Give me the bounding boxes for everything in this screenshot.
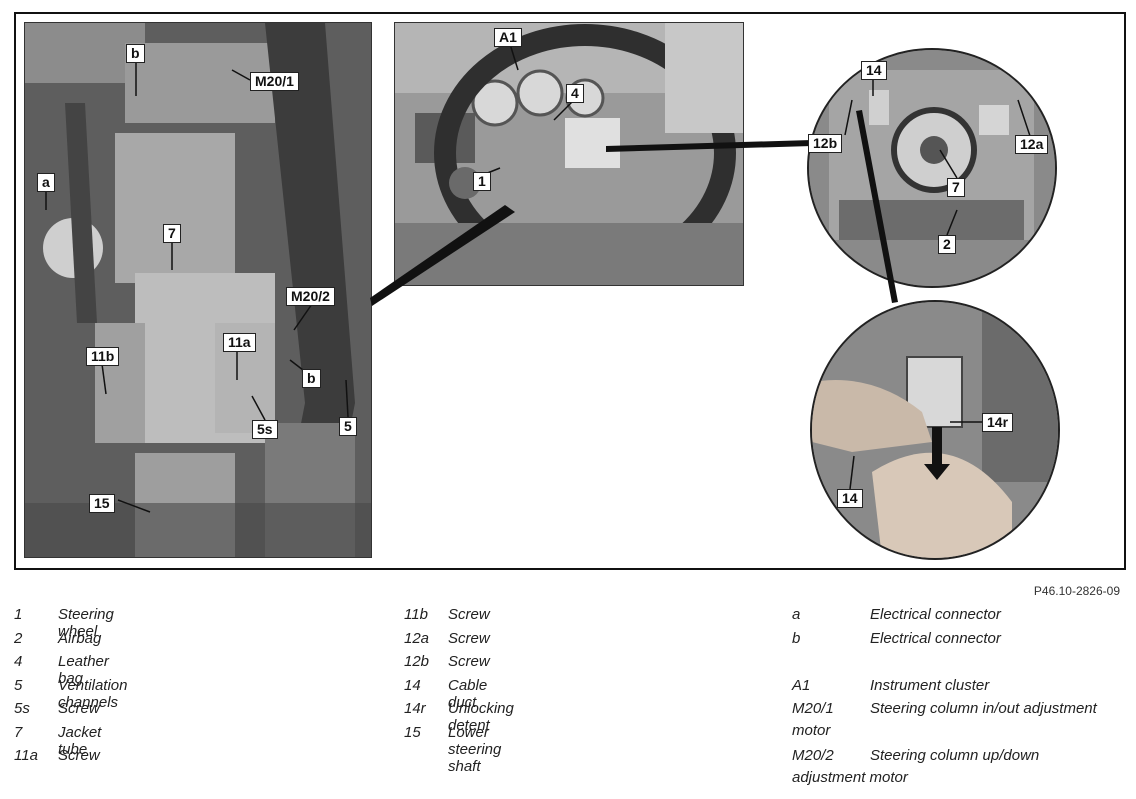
callout-a: a [37,173,55,192]
callout-m20-2: M20/2 [286,287,335,306]
callout-4: 4 [566,84,584,103]
callout-2: 2 [938,235,956,254]
detail-cable-duct-illustration [812,302,1058,558]
callout-12b: 12b [808,134,843,153]
callout-14-top: 14 [861,61,887,80]
callout-m20-1: M20/1 [250,72,299,91]
figure-id: P46.10-2826-09 [1033,584,1120,598]
callout-7: 7 [163,224,181,243]
callout-5s: 5s [252,420,278,439]
callout-14-bottom: 14 [837,489,863,508]
legend-row [792,653,1132,677]
callout-1: 1 [473,172,491,191]
callout-a1: A1 [494,28,522,47]
callout-11b: 11b [86,347,120,366]
callout-b-lower: b [302,369,321,388]
detail-airbag-removal-illustration [809,50,1055,286]
callout-11a: 11a [223,333,256,352]
callout-12a: 12a [1015,135,1049,154]
detail-cable-duct [810,300,1060,560]
callout-7-detail: 7 [947,178,965,197]
detail-airbag-removal [807,48,1057,288]
callout-15: 15 [89,494,115,513]
callout-b: b [126,44,145,63]
callout-5: 5 [339,417,357,436]
callout-14r: 14r [982,413,1014,432]
